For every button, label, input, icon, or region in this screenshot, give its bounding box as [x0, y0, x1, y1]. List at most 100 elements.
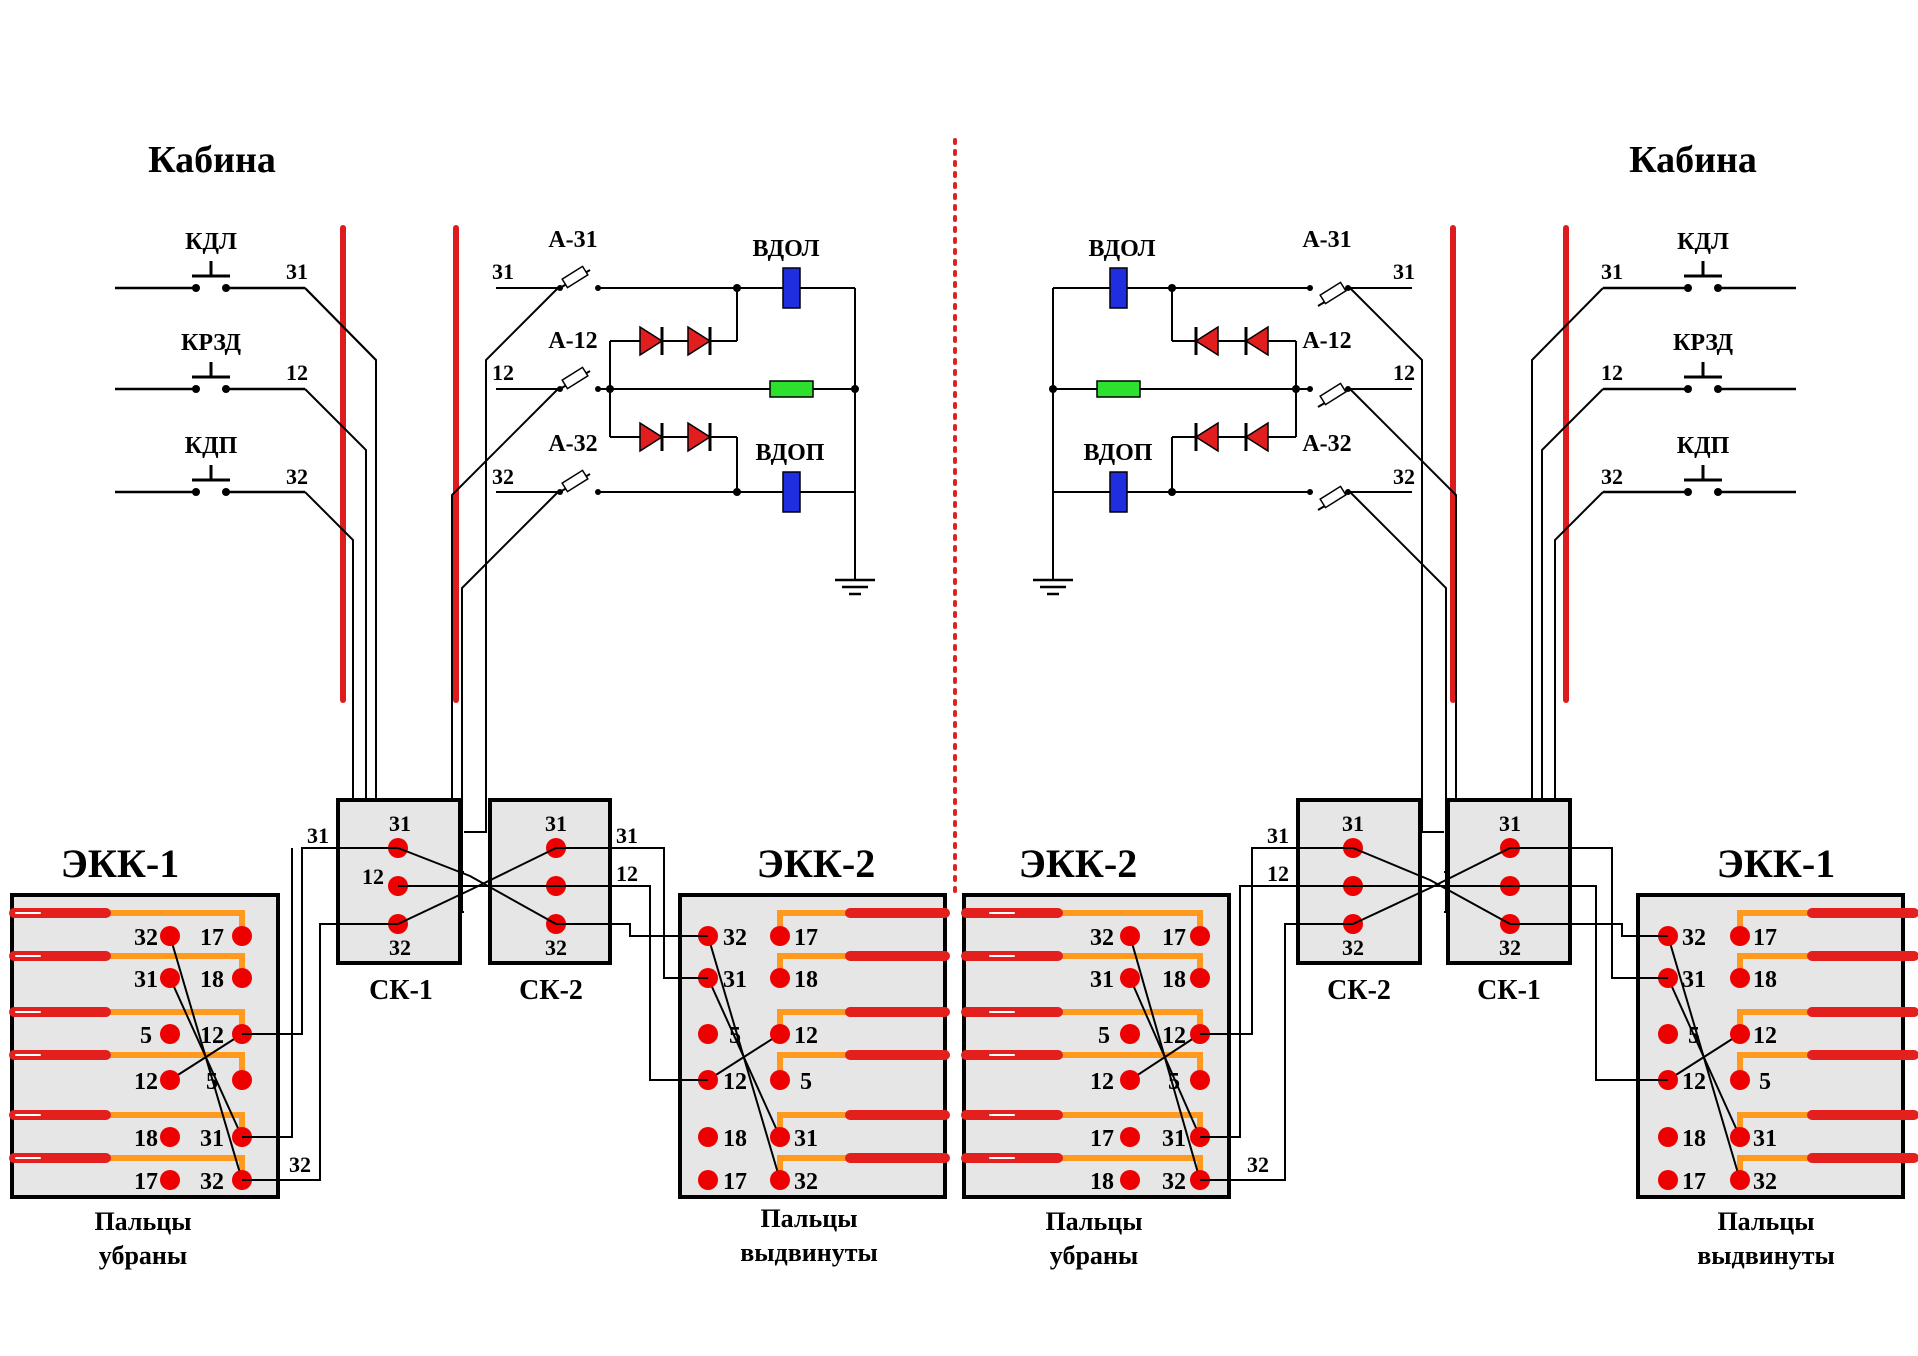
left-button-kdl: КДЛ	[115, 229, 305, 292]
right-side-wire-31: 31	[1267, 823, 1289, 848]
left-ekk1-to-sk1-wires	[242, 847, 398, 1181]
left-sk2-block: 31 32	[488, 798, 612, 965]
right-sk2-block: 31 32	[1296, 798, 1422, 965]
svg-text:КДП: КДП	[185, 433, 238, 459]
svg-text:32: 32	[134, 925, 158, 951]
left-sk2-title: СК-2	[519, 975, 583, 1006]
right-wire-label-12-a: 12	[1601, 360, 1623, 385]
left-ekk1-caption-1: Пальцы	[94, 1207, 191, 1236]
svg-text:32: 32	[1682, 925, 1706, 951]
right-diode-3	[1194, 421, 1220, 453]
svg-text:12: 12	[1682, 1069, 1706, 1095]
left-cabin-title: Кабина	[148, 139, 276, 181]
left-wires-fuse-side	[451, 287, 559, 913]
svg-text:32: 32	[545, 935, 567, 960]
right-sk-crossing	[1352, 847, 1511, 925]
svg-text:5: 5	[1168, 1069, 1180, 1095]
right-wire-label-12-b: 12	[1393, 360, 1415, 385]
left-ekk2-caption-2: выдвинуты	[740, 1238, 878, 1267]
right-sk2-title: СК-2	[1327, 975, 1391, 1006]
left-vdop-label: ВДОП	[756, 440, 825, 466]
svg-text:12: 12	[200, 1023, 224, 1049]
svg-text:А-32: А-32	[548, 431, 597, 457]
svg-text:17: 17	[1682, 1169, 1706, 1195]
left-diode-1	[638, 325, 664, 357]
right-ekk2-block: 32 31 5 12 17 18 17 18 12 5 31 32	[961, 893, 1231, 1199]
right-side-wire-32: 32	[1247, 1152, 1269, 1177]
svg-text:12: 12	[723, 1069, 747, 1095]
right-vdol-label: ВДОЛ	[1089, 236, 1156, 262]
right-ekk1-caption-1: Пальцы	[1717, 1207, 1814, 1236]
svg-text:31: 31	[200, 1126, 224, 1152]
svg-text:КРЗД: КРЗД	[1673, 330, 1734, 356]
right-ekk2-caption-2: убраны	[1050, 1241, 1138, 1270]
svg-text:17: 17	[134, 1169, 158, 1195]
svg-text:18: 18	[1090, 1169, 1114, 1195]
svg-text:17: 17	[200, 925, 224, 951]
svg-text:31: 31	[1342, 811, 1364, 836]
svg-text:5: 5	[1759, 1069, 1771, 1095]
right-button-krzd: КРЗД	[1603, 330, 1796, 393]
svg-text:5: 5	[729, 1023, 741, 1049]
right-button-kdl: КДЛ	[1603, 229, 1796, 292]
left-diode-4	[686, 421, 712, 453]
right-ekk1-caption-2: выдвинуты	[1697, 1241, 1835, 1270]
svg-text:12: 12	[362, 864, 384, 889]
right-sk1-block: 31 32	[1446, 798, 1572, 965]
right-wire-label-32-b: 32	[1393, 464, 1415, 489]
left-ekk2-block: 32 31 5 12 18 17 17 18 12 5 31 32	[678, 893, 950, 1199]
svg-text:5: 5	[1098, 1023, 1110, 1049]
svg-text:31: 31	[1090, 967, 1114, 993]
svg-text:А-12: А-12	[548, 328, 597, 354]
right-diode-2	[1244, 325, 1270, 357]
right-fuse-a12: А-12	[1302, 328, 1352, 408]
left-side-wire-32: 32	[289, 1152, 311, 1177]
svg-text:17: 17	[1162, 925, 1186, 951]
left-side-wire-31: 31	[307, 823, 329, 848]
right-sk1-title: СК-1	[1477, 975, 1541, 1006]
right-ekk2-caption-1: Пальцы	[1045, 1207, 1142, 1236]
left-wire-label-12-a: 12	[286, 360, 308, 385]
svg-text:32: 32	[723, 925, 747, 951]
left-button-kdp: КДП	[115, 433, 305, 496]
svg-text:5: 5	[206, 1069, 218, 1095]
left-sk-crossing	[397, 847, 557, 925]
svg-text:32: 32	[1090, 925, 1114, 951]
right-ekk2-title: ЭКК-2	[1019, 841, 1137, 886]
svg-text:А-32: А-32	[1302, 431, 1351, 457]
svg-text:17: 17	[794, 925, 818, 951]
svg-text:КДП: КДП	[1677, 433, 1730, 459]
left-valve-vdol	[782, 267, 801, 309]
svg-text:А-12: А-12	[1302, 328, 1351, 354]
svg-text:18: 18	[1682, 1126, 1706, 1152]
svg-text:31: 31	[794, 1126, 818, 1152]
right-wire-label-32-a: 32	[1601, 464, 1623, 489]
svg-text:17: 17	[1753, 925, 1777, 951]
right-diode-1	[1194, 325, 1220, 357]
left-sk2-to-ekk2-wires	[556, 847, 708, 1081]
left-ekk2-caption-1: Пальцы	[760, 1204, 857, 1233]
right-wire-label-31-b: 31	[1393, 259, 1415, 284]
right-vdop-label: ВДОП	[1084, 440, 1153, 466]
right-valve-circuit	[1033, 287, 1310, 596]
svg-text:КРЗД: КРЗД	[181, 330, 242, 356]
svg-text:17: 17	[723, 1169, 747, 1195]
right-wire-label-31-a: 31	[1601, 259, 1623, 284]
left-vdol-label: ВДОЛ	[753, 236, 820, 262]
svg-text:31: 31	[545, 811, 567, 836]
left-wire-label-32-b: 32	[492, 464, 514, 489]
right-ekk1-title: ЭКК-1	[1717, 841, 1835, 886]
svg-text:31: 31	[389, 811, 411, 836]
left-sk1-title: СК-1	[369, 975, 433, 1006]
svg-text:КДЛ: КДЛ	[185, 229, 237, 255]
right-cabin-title: Кабина	[1629, 139, 1757, 181]
left-resistor	[769, 380, 814, 398]
right-button-kdp: КДП	[1603, 433, 1796, 496]
svg-text:31: 31	[1753, 1126, 1777, 1152]
left-wire-label-12-b: 12	[492, 360, 514, 385]
svg-text:18: 18	[134, 1126, 158, 1152]
right-resistor	[1096, 380, 1141, 398]
right-sk1-to-ekk1-wires	[1510, 847, 1668, 1081]
svg-text:32: 32	[389, 935, 411, 960]
